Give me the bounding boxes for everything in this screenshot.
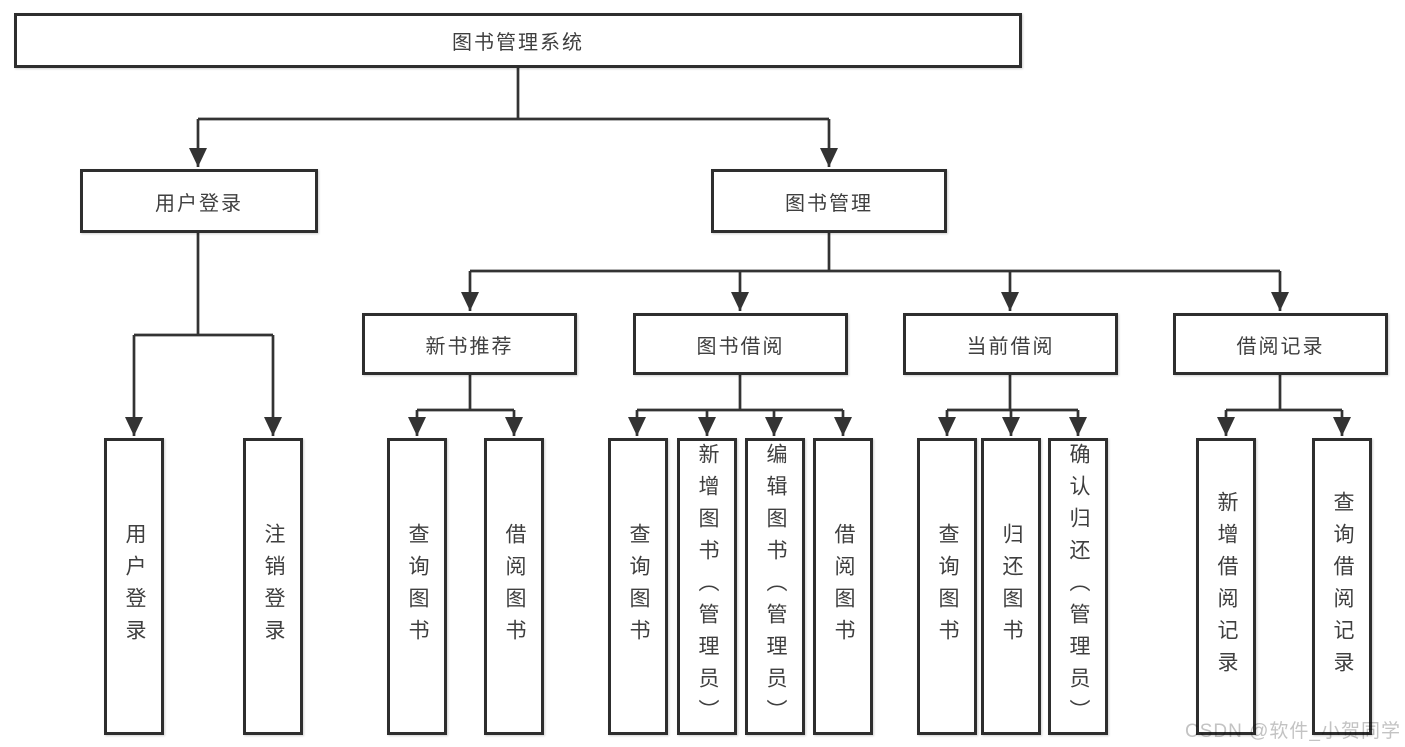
leaf-newbook-borrow-books-label: 借阅图书 bbox=[503, 522, 526, 651]
csdn-watermark: CSDN @软件_小贺同学 bbox=[1185, 721, 1401, 742]
node-book-management-label: 图书管理 bbox=[785, 192, 873, 215]
leaf-newbook-borrow-books: 借阅图书 bbox=[484, 438, 544, 735]
node-book-borrowing-label: 图书借阅 bbox=[696, 335, 785, 358]
leaf-current-query-books-label: 查询图书 bbox=[936, 522, 959, 651]
node-root: 图书管理系统 bbox=[14, 13, 1022, 68]
node-user-login-label: 用户登录 bbox=[155, 192, 243, 215]
node-root-label: 图书管理系统 bbox=[452, 32, 584, 54]
leaf-logout: 注销登录 bbox=[243, 438, 303, 735]
leaf-borrow-edit-books-admin-label: 编辑图书（管理员） bbox=[764, 442, 787, 731]
leaf-current-query-books: 查询图书 bbox=[917, 438, 977, 735]
leaf-records-query-record: 查询借阅记录 bbox=[1312, 438, 1372, 735]
leaf-records-add-record: 新增借阅记录 bbox=[1196, 438, 1256, 735]
leaf-borrow-add-books-admin: 新增图书（管理员） bbox=[677, 438, 737, 735]
leaf-borrow-query-books: 查询图书 bbox=[608, 438, 668, 735]
leaf-borrow-borrow-books: 借阅图书 bbox=[813, 438, 873, 735]
node-borrowing-records-label: 借阅记录 bbox=[1236, 335, 1325, 358]
leaf-records-add-record-label: 新增借阅记录 bbox=[1215, 490, 1238, 683]
leaf-borrow-borrow-books-label: 借阅图书 bbox=[832, 522, 855, 651]
leaf-user-login: 用户登录 bbox=[104, 438, 164, 735]
node-current-borrowing-label: 当前借阅 bbox=[966, 335, 1055, 358]
leaf-borrow-query-books-label: 查询图书 bbox=[627, 522, 650, 651]
node-current-borrowing: 当前借阅 bbox=[903, 313, 1118, 375]
node-borrowing-records: 借阅记录 bbox=[1173, 313, 1388, 375]
node-book-borrowing: 图书借阅 bbox=[633, 313, 848, 375]
leaf-borrow-add-books-admin-label: 新增图书（管理员） bbox=[696, 442, 719, 731]
node-new-book-recommendation: 新书推荐 bbox=[362, 313, 577, 375]
leaf-current-return-books-label: 归还图书 bbox=[1000, 522, 1023, 651]
leaf-current-return-books: 归还图书 bbox=[981, 438, 1041, 735]
leaf-current-confirm-return-admin: 确认归还（管理员） bbox=[1048, 438, 1108, 735]
leaf-borrow-edit-books-admin: 编辑图书（管理员） bbox=[745, 438, 805, 735]
leaf-logout-label: 注销登录 bbox=[262, 522, 285, 651]
node-user-login: 用户登录 bbox=[80, 169, 318, 233]
leaf-user-login-label: 用户登录 bbox=[123, 522, 146, 651]
leaf-newbook-query-books: 查询图书 bbox=[387, 438, 447, 735]
leaf-newbook-query-books-label: 查询图书 bbox=[406, 522, 429, 651]
node-book-management: 图书管理 bbox=[711, 169, 947, 233]
leaf-current-confirm-return-admin-label: 确认归还（管理员） bbox=[1067, 442, 1090, 731]
node-new-book-recommendation-label: 新书推荐 bbox=[425, 335, 514, 358]
leaf-records-query-record-label: 查询借阅记录 bbox=[1331, 490, 1354, 683]
